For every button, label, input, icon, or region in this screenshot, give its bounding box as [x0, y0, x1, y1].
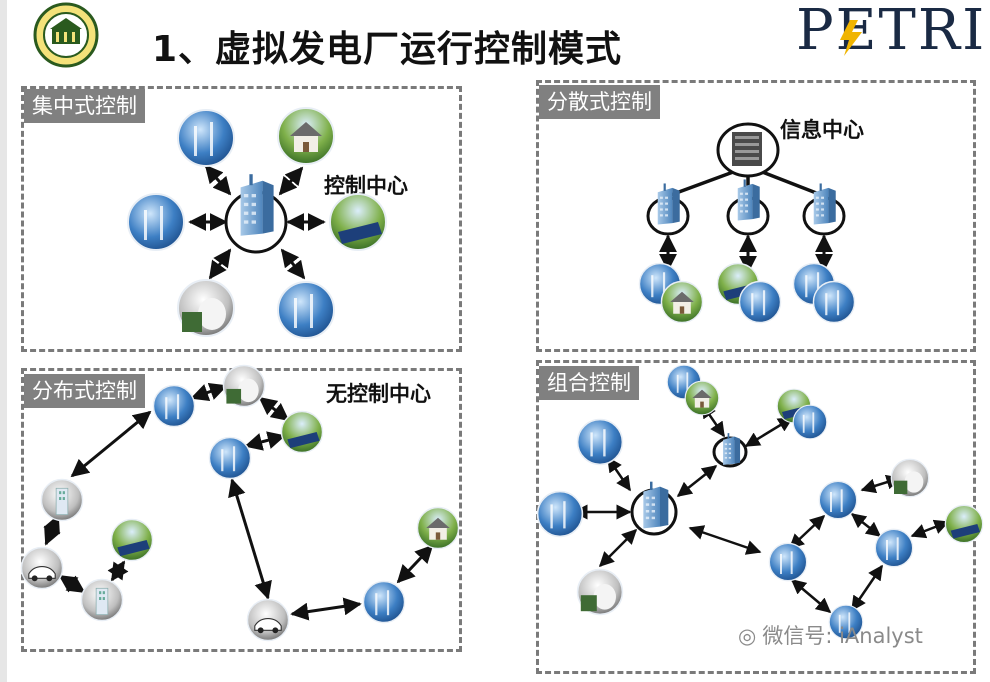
- gas-tank-icon: [222, 364, 266, 408]
- house-icon: [416, 506, 460, 550]
- server-icon: [732, 132, 762, 166]
- wechat-watermark: ◎微信号: iAnalyst: [738, 624, 923, 648]
- petri-logo: PETRI: [796, 0, 987, 63]
- no-control-center-tag: 无控制中心: [326, 382, 431, 406]
- hydro-icon: [362, 580, 406, 624]
- wind-turbine-icon: [177, 109, 235, 167]
- solar-panel-icon: [110, 518, 154, 562]
- panel-label-centralized: 集中式控制: [24, 89, 145, 123]
- university-seal-logo: [33, 2, 99, 68]
- tower-icon: [40, 478, 84, 522]
- hydro-icon: [277, 281, 335, 339]
- solar-panel-icon: [280, 410, 324, 454]
- control-center-tag: 控制中心: [324, 174, 408, 198]
- building-icon: [240, 174, 274, 236]
- tower-icon: [80, 578, 124, 622]
- panel-label-distributed: 分布式控制: [24, 374, 145, 408]
- panel-label-decentralized: 分散式控制: [539, 85, 660, 119]
- hydro-icon: [127, 193, 185, 251]
- panel-label-combined: 组合控制: [539, 366, 639, 400]
- info-center-tag: 信息中心: [780, 118, 864, 142]
- panel-centralized: [21, 86, 462, 352]
- gas-tank-icon: [177, 279, 235, 337]
- electric-car-icon: [20, 546, 64, 590]
- panel-decentralized: [536, 80, 976, 352]
- lightning-bolt-icon: [840, 20, 862, 56]
- electric-car-icon: [246, 598, 290, 642]
- combined-diagram: [536, 364, 984, 640]
- wind-turbine-icon: [152, 384, 196, 428]
- centralized-arrows: [188, 164, 326, 280]
- solar-panel-icon: [329, 193, 387, 251]
- distributed-arrows: [43, 382, 434, 621]
- slide-title: 1、虚拟发电厂运行控制模式: [152, 29, 623, 70]
- house-icon: [277, 107, 335, 165]
- decentralized-tree: [638, 122, 856, 324]
- wechat-icon: ◎: [738, 624, 757, 648]
- hydro-icon: [208, 436, 252, 480]
- left-edge-bar: [0, 0, 7, 682]
